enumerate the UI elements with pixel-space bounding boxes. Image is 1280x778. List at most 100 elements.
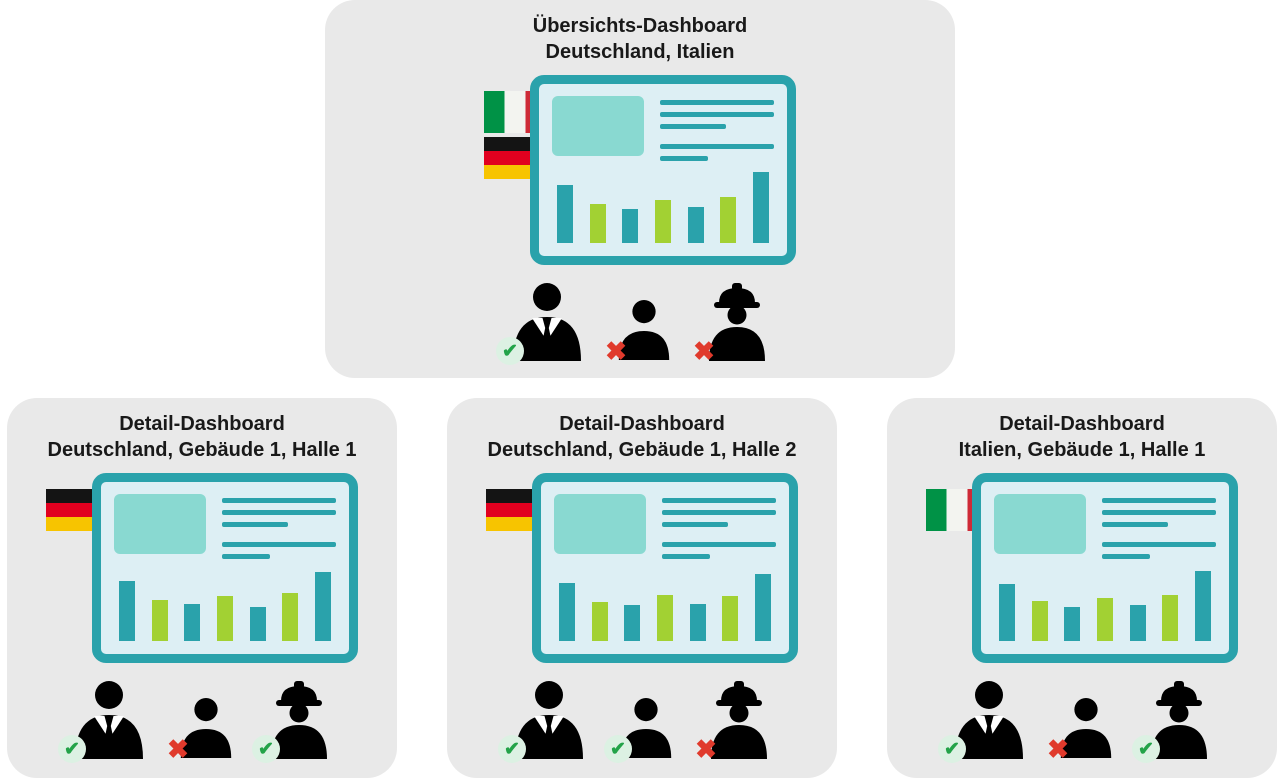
person-plain-icon [1055,695,1117,759]
image-placeholder [554,494,646,554]
chart-bar [624,605,641,641]
card-title-line2: Deutschland, Gebäude 1, Halle 2 [487,439,797,461]
text-lines [662,494,776,566]
dashboard-illustration [486,473,798,663]
status-badge [690,337,718,365]
text-line [1102,554,1150,559]
chart-bar [216,596,233,641]
persons-row [447,679,837,763]
text-line [1102,522,1169,527]
helmet-silhouette [711,681,767,759]
persons-row [7,679,397,763]
dashboard-illustration [926,473,1238,663]
status-badge [692,735,720,763]
card-title: Detail-Dashboard Deutschland, Gebäude 1,… [447,398,837,463]
card-uebersicht-dashboard: Übersichts-Dashboard Deutschland, Italie… [325,0,955,378]
chart-bar [1096,597,1113,641]
monitor-header [114,494,336,566]
person-helmet-icon [703,681,775,759]
chart-bar [656,594,673,641]
text-line [222,510,336,515]
bar-chart [554,566,776,641]
chart-bar [184,603,201,641]
text-line [662,554,710,559]
text-line [222,498,336,503]
text-line [660,144,774,149]
chart-bar [999,584,1015,641]
status-badge [496,337,524,365]
chart-bar [687,207,704,243]
card-title: Übersichts-Dashboard Deutschland, Italie… [325,0,955,65]
chart-bar [722,596,739,641]
dashboard-monitor [532,473,798,663]
dashboard-monitor [530,75,796,265]
text-lines [660,96,774,168]
person-silhouette [180,697,232,758]
persons-row [887,679,1277,763]
status-badge [604,735,632,763]
text-line [662,510,776,515]
chart-bar [559,582,575,641]
chart-bar [119,581,135,641]
chart-bar [314,572,331,641]
card-title-line1: Detail-Dashboard [559,413,725,435]
card-title-line2: Deutschland, Italien [545,41,735,63]
status-badge [1044,735,1072,763]
text-line [660,112,774,117]
suit-silhouette [513,283,581,361]
card-title-line1: Detail-Dashboard [999,413,1165,435]
chart-bar [689,603,706,641]
suit-silhouette [955,681,1023,759]
text-line [662,498,776,503]
text-line [660,124,727,129]
chart-bar [151,599,168,641]
dashboard-illustration [46,473,358,663]
dashboard-monitor [972,473,1238,663]
status-badge [938,735,966,763]
status-badge [1132,735,1160,763]
person-suit-icon [58,679,149,763]
person-helmet-icon [701,283,773,361]
status-badge [602,337,630,365]
text-line [222,522,289,527]
suit-silhouette [75,681,143,759]
chart-bar [1064,606,1081,641]
person-plain-icon [613,297,675,361]
card-title-line1: Übersichts-Dashboard [532,15,748,37]
text-line [222,554,270,559]
text-line [660,100,774,105]
chart-bar [720,196,737,243]
chart-bar [752,171,769,243]
status-badge [58,735,86,763]
person-helmet-icon [252,681,335,763]
card-title-line2: Deutschland, Gebäude 1, Halle 1 [47,439,357,461]
person-plain-icon [175,695,237,759]
bar-chart [114,566,336,641]
card-title-line1: Detail-Dashboard [119,413,285,435]
monitor-header [994,494,1216,566]
text-line [1102,542,1216,547]
helmet-silhouette [709,283,765,361]
text-line [662,522,729,527]
card-detail-deutschland-halle1: Detail-Dashboard Deutschland, Gebäude 1,… [7,398,397,778]
chart-bar [1194,570,1211,641]
chart-bar [1031,600,1048,641]
helmet-silhouette [1151,681,1207,759]
status-badge [164,735,192,763]
chart-bar [557,184,573,243]
persons-row [325,281,955,365]
status-badge [252,735,280,763]
chart-bar [622,208,639,243]
text-line [662,542,776,547]
chart-bar [754,573,771,641]
text-lines [222,494,336,566]
text-line [1102,510,1216,515]
chart-bar [654,199,671,243]
status-badge [498,735,526,763]
person-suit-icon [938,679,1029,763]
card-detail-deutschland-halle2: Detail-Dashboard Deutschland, Gebäude 1,… [447,398,837,778]
helmet-silhouette [271,681,327,759]
image-placeholder [994,494,1086,554]
bar-chart [552,168,774,243]
card-detail-italien-halle1: Detail-Dashboard Italien, Gebäude 1, Hal… [887,398,1277,778]
